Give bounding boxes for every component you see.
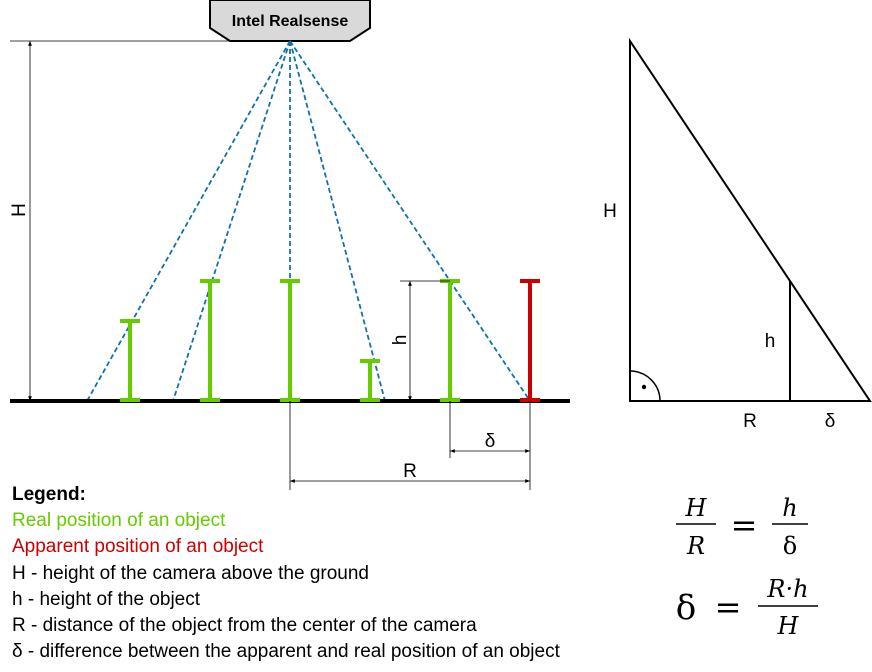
formula-delta: δ = R·h H xyxy=(676,575,818,640)
offset-dimensions xyxy=(289,401,531,490)
legend: Legend: Real position of an object Appar… xyxy=(12,482,560,665)
real-object xyxy=(360,359,380,402)
camera-ray xyxy=(86,40,291,402)
object-height-label: h xyxy=(390,335,411,346)
formula-equals: = xyxy=(731,506,758,544)
distance-label: R xyxy=(403,461,417,482)
formula-delta-symbol: δ xyxy=(676,588,696,628)
object-height-dimension: h xyxy=(390,280,450,401)
right-angle-dot xyxy=(641,384,647,390)
legend-title: Legend: xyxy=(12,484,86,505)
camera-body xyxy=(209,0,371,42)
camera-height-label: H xyxy=(9,203,30,217)
camera-ray xyxy=(172,40,291,402)
legend-distance: R - distance of the object from the cent… xyxy=(12,615,477,637)
delta-label: δ xyxy=(485,431,496,452)
legend-apparent-position: Apparent position of an object xyxy=(12,536,264,558)
formula-numerator-rh: R·h xyxy=(766,575,808,603)
legend-delta: δ - difference between the apparent and … xyxy=(12,641,560,663)
camera-rays xyxy=(86,40,531,402)
real-objects xyxy=(120,279,460,402)
triangle-delta-label: δ xyxy=(825,411,836,432)
legend-real-position: Real position of an object xyxy=(12,510,226,532)
legend-object-height: h - height of the object xyxy=(12,588,201,610)
camera-height-dimension: H xyxy=(9,40,290,401)
formula-ratio: H R = h δ xyxy=(676,494,808,560)
camera-ray xyxy=(289,40,531,402)
formula-numerator-h-big: H xyxy=(685,494,708,522)
camera: Intel Realsense xyxy=(209,0,371,42)
real-object xyxy=(200,279,220,402)
real-object xyxy=(440,279,460,402)
real-object xyxy=(120,319,140,402)
real-object xyxy=(280,279,300,402)
formula-denominator-delta: δ xyxy=(783,532,797,560)
formula-denominator-r: R xyxy=(686,532,705,560)
big-triangle xyxy=(629,37,872,402)
triangle-r-label: R xyxy=(743,411,757,432)
legend-camera-height: H - height of the camera above the groun… xyxy=(12,562,370,584)
formula-denominator-h: H xyxy=(777,612,800,640)
apparent-object xyxy=(520,279,540,402)
camera-label: Intel Realsense xyxy=(232,13,349,30)
triangle-h-label: H xyxy=(603,201,617,222)
right-angle-arc xyxy=(629,370,661,402)
formula-numerator-h-small: h xyxy=(782,494,797,522)
triangle-h-small-label: h xyxy=(765,331,776,352)
formula-equals: = xyxy=(715,588,742,626)
camera-ray xyxy=(289,40,386,402)
similar-triangles xyxy=(629,37,872,402)
